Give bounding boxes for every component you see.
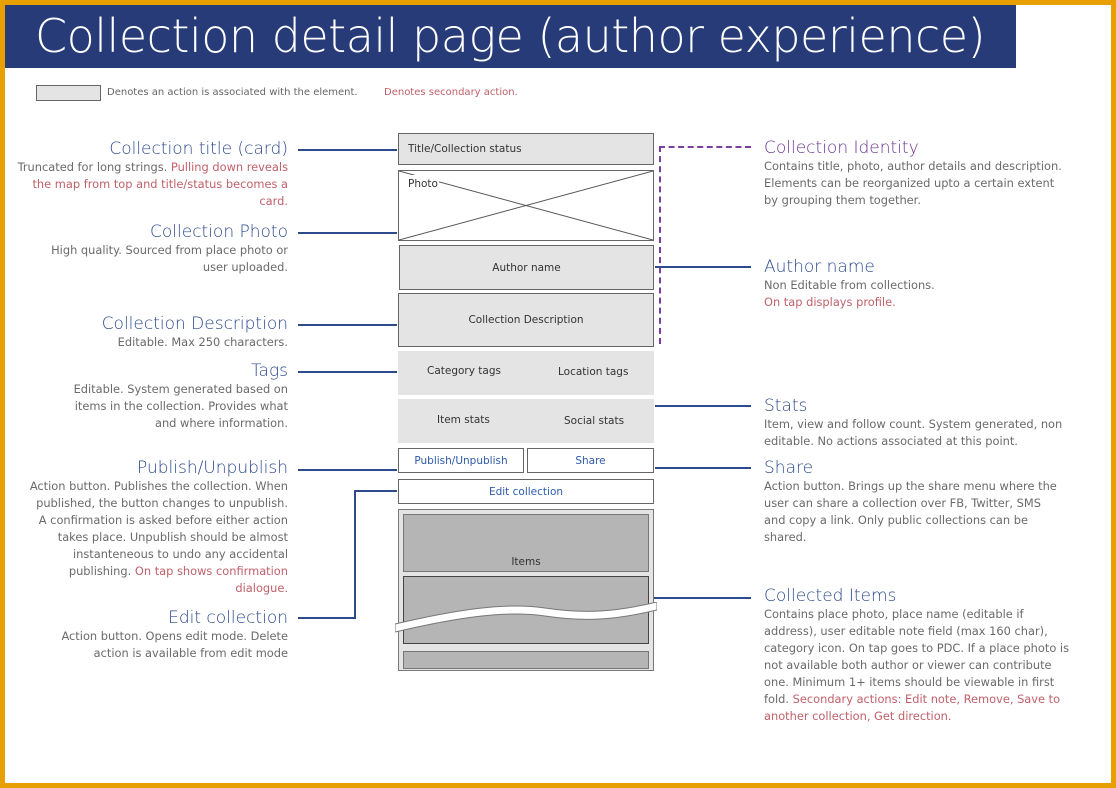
annotation-body: High quality. Sourced from place photo o…	[51, 243, 288, 274]
connector-description	[298, 324, 397, 326]
legend-action-swatch	[36, 85, 101, 101]
annotation-publish-unpublish: Publish/Unpublish Action button. Publish…	[28, 458, 288, 597]
mockup-item-stats: Item stats	[437, 414, 490, 426]
annotation-heading: Edit collection	[168, 608, 288, 628]
annotation-collection-identity: Collection Identity Contains title, phot…	[764, 138, 1064, 209]
mockup-item-card[interactable]	[403, 651, 649, 669]
diagram-canvas: Collection detail page (author experienc…	[5, 5, 1111, 783]
connector-edit-v	[354, 490, 356, 619]
annotation-heading: Publish/Unpublish	[137, 458, 288, 478]
edit-collection-label: Edit collection	[488, 485, 564, 498]
annotation-heading: Tags	[250, 361, 288, 381]
connector-edit-h1	[298, 617, 355, 619]
mockup-social-stats: Social stats	[564, 415, 625, 427]
legend-secondary-text: Denotes secondary action.	[384, 87, 518, 98]
annotation-body: Action button. Opens edit mode. Delete a…	[61, 629, 288, 660]
annotation-heading: Collection title (card)	[109, 139, 288, 159]
annotation-body: Item, view and follow count. System gene…	[764, 417, 1063, 448]
annotation-body: Non Editable from collections. On tap dis…	[764, 277, 1064, 311]
share-button[interactable]: Share	[527, 448, 654, 473]
annotation-body-text: Truncated for long strings.	[17, 160, 168, 174]
publish-unpublish-button[interactable]: Publish/Unpublish	[398, 448, 524, 473]
annotation-body-text: Non Editable from collections.	[764, 278, 935, 292]
connector-edit-h2	[354, 490, 397, 492]
mockup-photo-label: Photo	[408, 178, 438, 190]
annotation-collection-description: Collection Description Editable. Max 250…	[8, 314, 288, 351]
mockup-author-name[interactable]: Author name	[399, 245, 654, 290]
annotation-collection-title: Collection title (card) Truncated for lo…	[8, 139, 288, 210]
connector-publish	[298, 469, 397, 471]
annotation-body: Editable. System generated based on item…	[73, 382, 288, 430]
mockup-tags[interactable]: Category tags Location tags	[398, 351, 654, 395]
connector-author	[655, 266, 751, 268]
mockup-author-name-label: Author name	[492, 261, 561, 274]
annotation-body: Truncated for long strings. Pulling down…	[8, 159, 288, 210]
annotation-heading: Share	[764, 458, 814, 478]
annotation-secondary-text: Pulling down reveals the map from top an…	[32, 160, 288, 208]
annotation-body-text: Contains place photo, place name (editab…	[764, 607, 1070, 706]
mockup-title-status-label: Title/Collection status	[408, 143, 522, 155]
connector-items	[650, 597, 751, 599]
mockup-category-tags: Category tags	[427, 365, 501, 377]
annotation-heading: Collection Identity	[764, 138, 919, 158]
annotation-body-text: Action button. Publishes the collection.…	[29, 479, 288, 578]
mockup-items-container: Items	[395, 509, 657, 671]
annotation-body: Action button. Publishes the collection.…	[28, 478, 288, 597]
annotation-heading: Collection Photo	[150, 222, 288, 242]
mockup-collection-description[interactable]: Collection Description	[398, 293, 654, 347]
annotation-body: Contains title, photo, author details an…	[764, 159, 1062, 207]
mockup-items-label: Items	[511, 556, 541, 568]
edit-collection-button[interactable]: Edit collection	[398, 479, 654, 504]
annotation-heading: Collected Items	[764, 586, 897, 606]
legend-action-text: Denotes an action is associated with the…	[107, 87, 358, 98]
page-title: Collection detail page (author experienc…	[5, 5, 1016, 68]
mockup-description-label: Collection Description	[468, 314, 584, 326]
annotation-heading: Author name	[764, 257, 875, 277]
annotation-body: Action button. Brings up the share menu …	[764, 479, 1057, 544]
annotation-heading: Stats	[764, 396, 808, 416]
annotation-collected-items: Collected Items Contains place photo, pl…	[764, 586, 1074, 725]
annotation-edit-collection: Edit collection Action button. Opens edi…	[28, 608, 288, 662]
mockup-title-status[interactable]: Title/Collection status	[398, 133, 654, 165]
annotation-heading: Collection Description	[101, 314, 288, 334]
share-label: Share	[575, 454, 606, 467]
annotation-secondary-text: On tap displays profile.	[764, 295, 896, 309]
annotation-body: Contains place photo, place name (editab…	[764, 606, 1074, 725]
annotation-secondary-text: On tap shows confirmation dialogue.	[134, 564, 288, 595]
connector-title	[298, 149, 397, 151]
identity-bracket-v	[659, 146, 661, 344]
connector-photo	[298, 232, 397, 234]
mockup-location-tags: Location tags	[558, 366, 629, 378]
page-break-icon	[395, 602, 657, 633]
photo-placeholder-icon	[399, 171, 653, 240]
annotation-tags: Tags Editable. System generated based on…	[58, 361, 288, 432]
connector-stats	[655, 405, 751, 407]
mockup-photo: Photo	[398, 170, 654, 241]
connector-tags	[298, 371, 397, 373]
annotation-share: Share Action button. Brings up the share…	[764, 458, 1064, 546]
mockup-item-card[interactable]: Items	[403, 514, 649, 572]
annotation-secondary-text: Secondary actions: Edit note, Remove, Sa…	[764, 692, 1061, 723]
connector-share	[655, 467, 751, 469]
annotation-collection-photo: Collection Photo High quality. Sourced f…	[8, 222, 288, 276]
mockup-stats: Item stats Social stats	[398, 399, 654, 443]
annotation-author-name: Author name Non Editable from collection…	[764, 257, 1064, 311]
identity-bracket-h	[659, 146, 751, 148]
publish-unpublish-label: Publish/Unpublish	[414, 454, 508, 467]
annotation-body: Editable. Max 250 characters.	[117, 335, 288, 349]
annotation-stats: Stats Item, view and follow count. Syste…	[764, 396, 1064, 450]
